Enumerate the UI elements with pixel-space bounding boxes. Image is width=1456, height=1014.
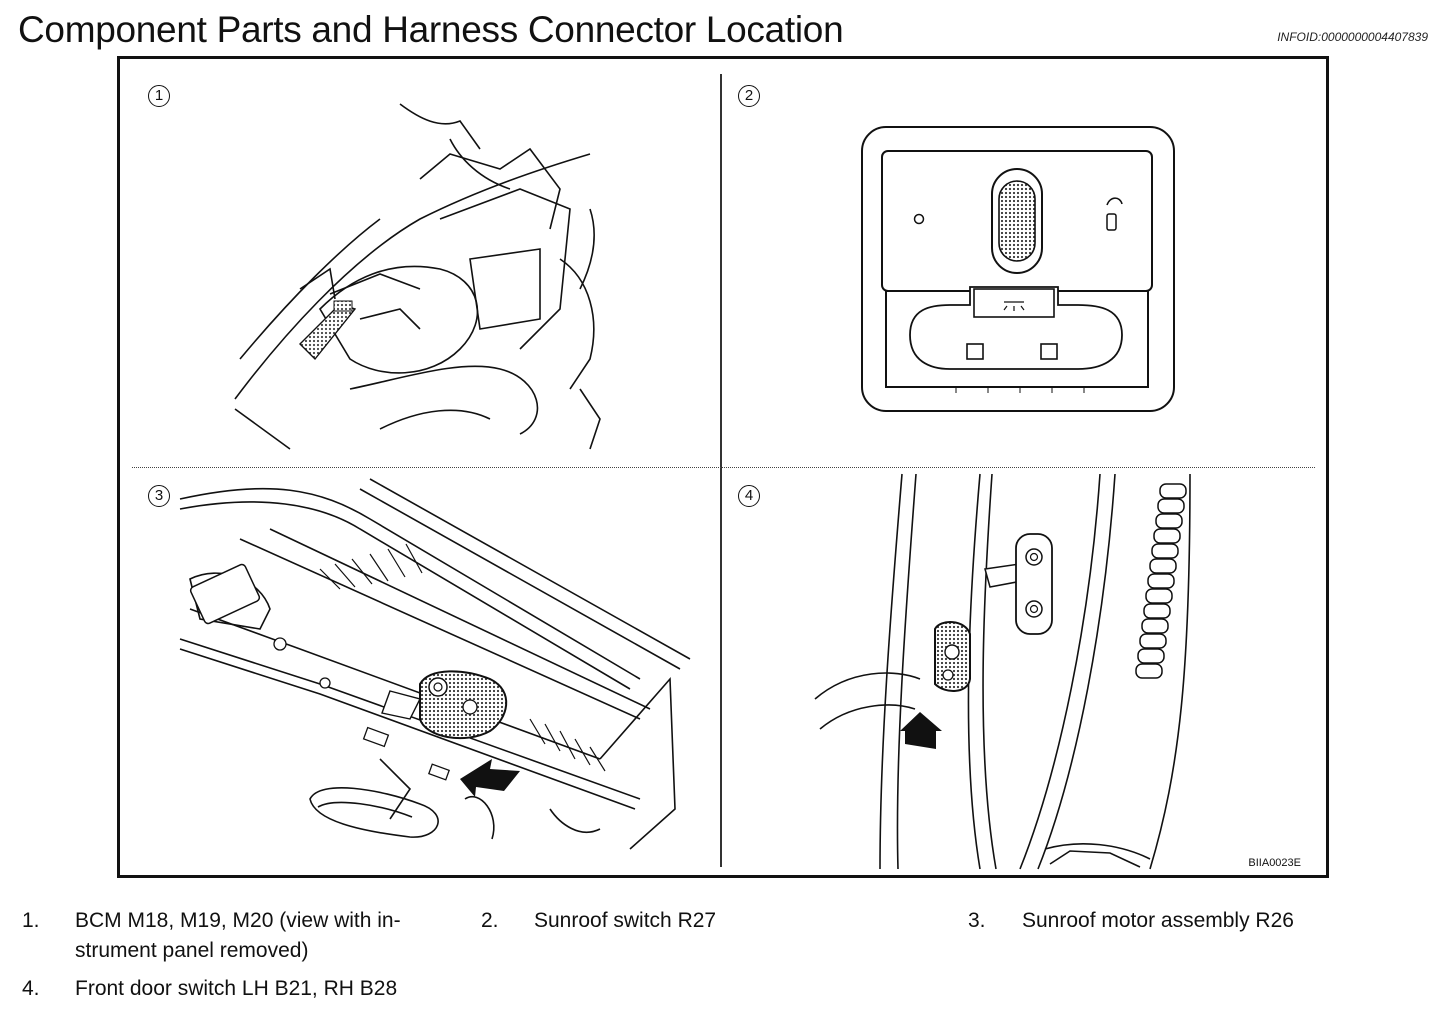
legend-item-2: 2. Sunroof switch R27 [481,906,781,938]
component-figure: 1 [117,56,1329,878]
info-id: INFOID:0000000004407839 [1277,30,1428,44]
legend-text-line2: strument panel removed) [75,939,309,962]
legend-item-4: 4. Front door switch LH B21, RH B28 [22,974,462,1006]
legend-item-3: 3. Sunroof motor assembly R26 [968,906,1348,938]
horizontal-divider [132,467,1315,468]
legend-number: 2. [481,909,499,932]
legend-item-1: 1. BCM M18, M19, M20 (view with in- stru… [22,906,462,970]
page-title: Component Parts and Harness Connector Lo… [18,9,844,50]
bcm-illustration [234,103,601,450]
panel-number-3: 3 [148,485,170,507]
legend-number: 3. [968,909,986,932]
panel-number-1: 1 [148,85,170,107]
legend-text-line1: BCM M18, M19, M20 (view with in- [75,909,401,932]
panel-number-2: 2 [738,85,760,107]
panel-sunroof-motor: 3 [120,469,720,875]
vertical-divider [720,74,722,867]
legend-number: 1. [22,909,40,932]
legend-text-line1: Sunroof motor assembly R26 [1022,909,1294,932]
legend-text-line1: Sunroof switch R27 [534,909,717,932]
panel-door-switch: 4 [720,469,1329,875]
sunroof-motor-illustration [179,478,691,850]
panel-sunroof-switch: 2 [720,59,1329,467]
legend-text-line1: Front door switch LH B21, RH B28 [75,977,398,1000]
figure-code: BIIA0023E [1248,857,1301,869]
sunroof-switch-illustration [861,126,1175,412]
legend-number: 4. [22,977,40,1000]
panel-bcm: 1 [120,59,720,467]
door-switch-illustration [814,473,1191,870]
panel-number-4: 4 [738,485,760,507]
